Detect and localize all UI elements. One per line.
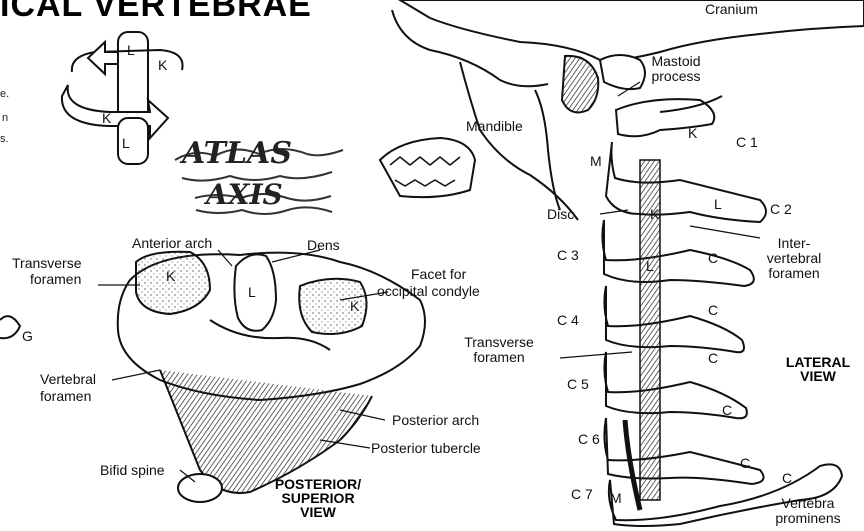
label-vp-line1: Vertebra <box>756 496 860 511</box>
c2-letter-k: K <box>650 206 659 222</box>
label-cranium: Cranium <box>705 2 758 17</box>
label-vertebra-prominens: Vertebra prominens <box>756 496 860 526</box>
dens-letter: L <box>248 284 256 300</box>
rotation-letter-l: L <box>127 42 135 58</box>
label-posterior-arch: Posterior arch <box>392 413 479 428</box>
label-c3: C 3 <box>557 248 579 263</box>
label-disc: Disc <box>547 207 574 222</box>
header-title: ICAL VERTEBRAE <box>0 0 312 25</box>
label-intervertebral-foramen: Inter- vertebral foramen <box>758 236 830 281</box>
rotation-letter-k: K <box>158 57 167 73</box>
label-vertebral-foramen-a: Vertebral <box>40 372 96 387</box>
edge-fragment-s: s. <box>0 133 9 145</box>
lateral-view-title-line1: LATERAL <box>778 355 858 369</box>
label-posterior-tubercle: Posterior tubercle <box>371 441 481 456</box>
label-c5: C 5 <box>567 377 589 392</box>
label-mastoid-line1: Mastoid <box>636 54 716 69</box>
label-iv-line2: vertebral <box>758 251 830 266</box>
superior-view-title-line2: SUPERIOR <box>268 491 368 505</box>
label-transverse-foramen-lateral: Transverse foramen <box>454 335 544 365</box>
c-letter-2: C <box>708 302 718 318</box>
lateral-view-title: LATERAL VIEW <box>778 355 858 383</box>
label-iv-line3: foramen <box>758 266 830 281</box>
rotation-letter-k2: K <box>102 110 111 126</box>
c-letter-6: C <box>782 470 792 486</box>
superior-view-title: POSTERIOR/ SUPERIOR VIEW <box>268 477 368 519</box>
edge-fragment-e: e. <box>0 88 9 100</box>
label-transverse-foramen-b: foramen <box>30 272 81 287</box>
label-iv-line1: Inter- <box>758 236 830 251</box>
label-c1: C 1 <box>736 135 758 150</box>
c-letter-3: C <box>708 350 718 366</box>
label-c4: C 4 <box>557 313 579 328</box>
rotation-letter-l2: L <box>122 135 130 151</box>
label-c6: C 6 <box>578 432 600 447</box>
label-bifid-spine: Bifid spine <box>100 463 165 478</box>
edge-fragment-n: n <box>2 112 8 124</box>
label-anterior-arch: Anterior arch <box>132 236 212 251</box>
label-mastoid-line2: process <box>636 69 716 84</box>
label-facet-a: Facet for <box>411 267 466 282</box>
label-vertebral-foramen-b: foramen <box>40 389 91 404</box>
label-vp-line2: prominens <box>756 511 860 526</box>
label-mastoid: Mastoid process <box>636 54 716 84</box>
label-transverse-foramen-a: Transverse <box>12 256 82 271</box>
axis-sketch-label: AXIS <box>206 178 283 211</box>
label-m-top: M <box>590 153 602 169</box>
lateral-view-title-line2: VIEW <box>778 369 858 383</box>
atlas-sketch-label: ATLAS <box>182 136 292 171</box>
edge-fragment-g: G <box>22 328 33 344</box>
c-letter-1: C <box>708 250 718 266</box>
label-tf-line2: foramen <box>454 350 544 365</box>
c-letter-4: C <box>722 402 732 418</box>
facet-letter-right: K <box>350 298 359 314</box>
superior-view-title-line3: VIEW <box>268 505 368 519</box>
label-facet-b: occipital condyle <box>377 284 480 299</box>
label-tf-line1: Transverse <box>454 335 544 350</box>
label-dens: Dens <box>307 238 340 253</box>
label-mandible: Mandible <box>466 119 523 134</box>
c2-letter-l: L <box>714 196 722 212</box>
label-c7: C 7 <box>571 487 593 502</box>
c-letter-5: C <box>740 455 750 471</box>
cervical-column-lateral <box>602 96 842 526</box>
facet-letter-left: K <box>166 268 175 284</box>
superior-view-title-line1: POSTERIOR/ <box>268 477 368 491</box>
label-m-bottom: M <box>610 490 622 506</box>
label-c2: C 2 <box>770 202 792 217</box>
c1-letter-k: K <box>688 125 697 141</box>
c3-letter-l: L <box>646 258 654 274</box>
